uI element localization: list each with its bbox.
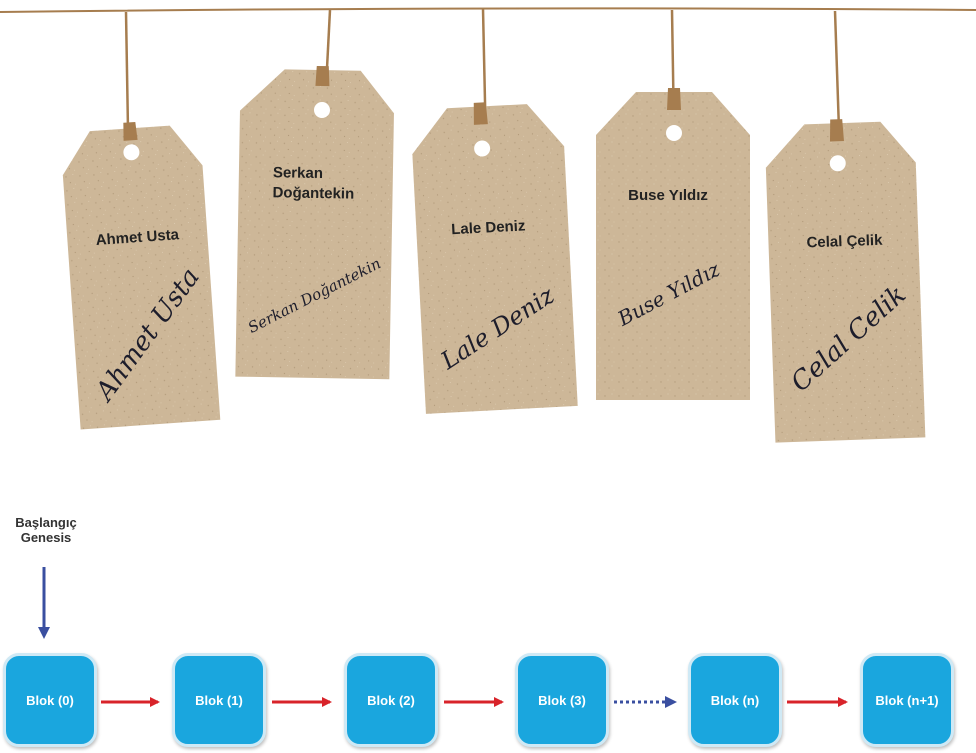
- name-tag-4: Buse Yıldız Buse Yıldız: [596, 88, 750, 400]
- name-tag-1: Ahmet Usta Ahmet Usta: [62, 121, 221, 430]
- tag-name-3: Lale Deniz: [451, 217, 526, 238]
- tag-name-2-line2: Doğantekin: [272, 184, 354, 202]
- block-n: Blok (n): [688, 653, 782, 747]
- genesis-label-line1: Başlangıç: [15, 515, 77, 530]
- clothesline: [0, 7, 976, 13]
- tag-name-2-line1: Serkan: [273, 164, 323, 182]
- block-0: Blok (0): [3, 653, 97, 747]
- block-2: Blok (2): [344, 653, 438, 747]
- block-1: Blok (1): [172, 653, 266, 747]
- name-tag-3: Lale Deniz Lale Deniz: [412, 102, 578, 414]
- block-3: Blok (3): [515, 653, 609, 747]
- genesis-label: Başlangıç Genesis: [6, 515, 86, 545]
- name-tag-2: Serkan Doğantekin Serkan Doğantekin: [235, 65, 394, 380]
- block-n1: Blok (n+1): [860, 653, 954, 747]
- name-tag-5: Celal Çelik Celal Celik: [765, 119, 926, 443]
- tag-name-5: Celal Çelik: [806, 232, 883, 252]
- tag-name-1: Ahmet Usta: [95, 226, 180, 249]
- genesis-label-line2: Genesis: [20, 530, 72, 545]
- tag-name-4: Buse Yıldız: [628, 187, 708, 204]
